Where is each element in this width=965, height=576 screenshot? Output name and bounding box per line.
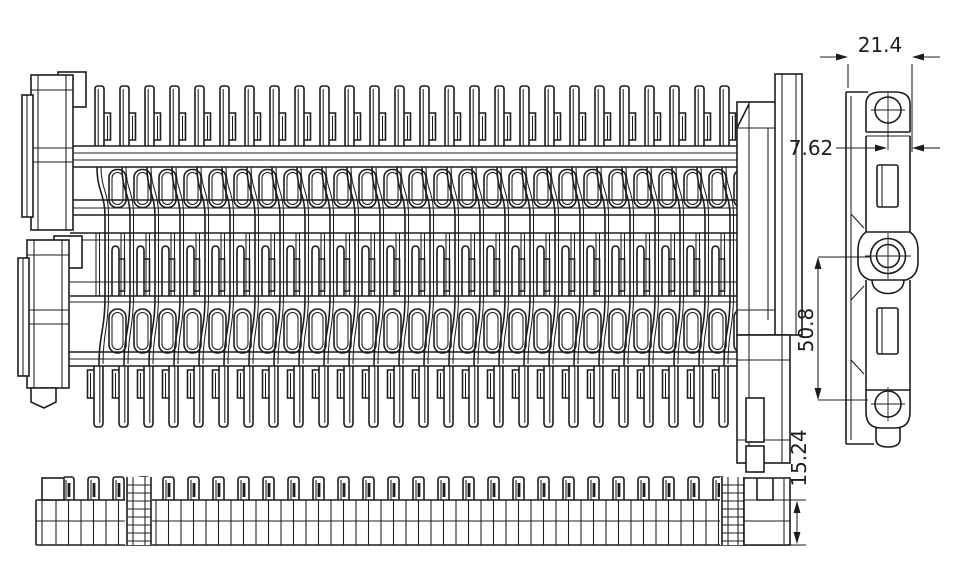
elevation-tooth xyxy=(180,476,200,546)
plan-right-bracket-bottom xyxy=(736,334,791,473)
elevation-tooth xyxy=(205,476,225,546)
plan-right-bracket-top xyxy=(736,73,803,336)
elevation-tooth xyxy=(655,476,675,546)
elevation-tooth-pattern xyxy=(55,476,725,546)
dim-width-label: 21.4 xyxy=(858,33,903,57)
side-view xyxy=(845,91,919,448)
elevation-tooth xyxy=(230,476,250,546)
plan-left-bracket-top xyxy=(21,71,87,231)
dim-thickness-label: 15.24 xyxy=(787,429,811,486)
dim-pitch-label: 50.8 xyxy=(794,308,818,353)
elevation-tooth xyxy=(480,476,500,546)
elevation-tooth xyxy=(430,476,450,546)
plan-left-bracket-bottom xyxy=(17,235,83,409)
elevation-tooth xyxy=(380,476,400,546)
elevation-right-hinge xyxy=(720,477,791,546)
elevation-tooth xyxy=(105,476,125,546)
slot-top xyxy=(876,164,899,208)
elevation-view xyxy=(35,476,791,546)
elevation-tooth xyxy=(80,476,100,546)
elevation-tooth xyxy=(630,476,650,546)
elevation-tooth xyxy=(530,476,550,546)
elevation-tooth xyxy=(305,476,325,546)
elevation-tooth xyxy=(155,476,175,546)
elevation-tooth xyxy=(605,476,625,546)
dimension-module-width: 21.4 xyxy=(820,33,940,152)
elevation-left-hinge xyxy=(125,477,152,545)
elevation-tooth xyxy=(555,476,575,546)
elevation-tooth xyxy=(580,476,600,546)
plan-tooth-pattern xyxy=(86,85,752,428)
dimension-hinge-offset: 7.62 xyxy=(789,120,940,160)
elevation-tooth xyxy=(330,476,350,546)
elevation-tooth xyxy=(255,476,275,546)
elevation-tooth xyxy=(505,476,525,546)
elevation-tooth xyxy=(680,476,700,546)
elevation-tooth xyxy=(280,476,300,546)
dimension-pitch: 50.8 xyxy=(794,256,870,401)
plan-cross-rails xyxy=(60,145,782,367)
dim-offset-label: 7.62 xyxy=(789,136,834,160)
slot-bottom xyxy=(876,307,899,355)
elevation-tooth xyxy=(405,476,425,546)
plan-view xyxy=(17,71,803,473)
elevation-tooth xyxy=(355,476,375,546)
dimension-thickness: 15.24 xyxy=(786,429,811,546)
elevation-tooth xyxy=(455,476,475,546)
